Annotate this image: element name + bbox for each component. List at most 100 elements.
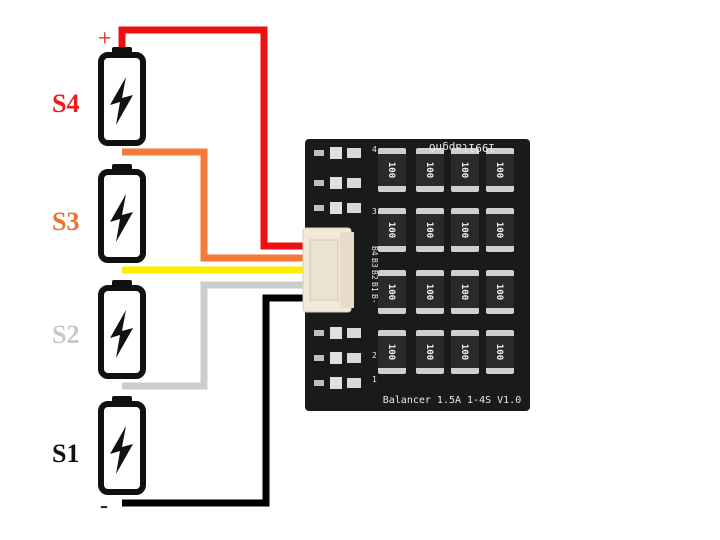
resistor-value: 100 — [459, 344, 469, 360]
smd-part — [314, 330, 324, 336]
channel-number-4: 4 — [372, 145, 377, 154]
resistor-value: 100 — [494, 344, 504, 360]
smd-resistor: 100 — [416, 330, 444, 374]
channel-number-1: 1 — [372, 375, 377, 384]
resistor-body — [378, 214, 406, 246]
channel-numbers: 1 2 3 4 — [372, 145, 377, 384]
battery-cell-1 — [98, 396, 146, 495]
smd-resistor: 100 — [486, 208, 514, 252]
cell-label-s2: S2 — [52, 320, 79, 349]
resistor-value: 100 — [459, 222, 469, 238]
smd-part — [314, 380, 324, 386]
smd-resistor: 100 — [378, 148, 406, 192]
resistor-body — [416, 336, 444, 368]
smd-part — [330, 147, 342, 159]
resistor-value: 100 — [424, 284, 434, 300]
resistor-value: 100 — [386, 284, 396, 300]
smd-resistor: 100 — [486, 330, 514, 374]
smd-resistor: 100 — [451, 270, 479, 314]
smd-part — [330, 202, 342, 214]
battery-cell-3 — [98, 164, 146, 263]
resistor-body — [451, 276, 479, 308]
resistor-value: 100 — [424, 222, 434, 238]
smd-part — [330, 177, 342, 189]
resistor-body — [486, 336, 514, 368]
smd-part — [314, 150, 324, 156]
smd-part — [314, 180, 324, 186]
connector-labels: B4 B3 B2 B1 B- — [370, 246, 379, 304]
lightning-bolt-icon — [110, 426, 133, 474]
smd-resistor: 100 — [486, 270, 514, 314]
smd-part — [347, 148, 361, 158]
positive-terminal-label: + — [98, 26, 112, 52]
resistor-value: 100 — [494, 284, 504, 300]
smd-part — [347, 203, 361, 213]
smd-resistor: 100 — [451, 330, 479, 374]
wires — [118, 26, 310, 507]
resistor-body — [416, 276, 444, 308]
smd-part — [314, 205, 324, 211]
smd-resistor: 100 — [416, 270, 444, 314]
resistor-body — [486, 154, 514, 186]
cell-label-s4: S4 — [52, 89, 79, 118]
resistor-value: 100 — [386, 162, 396, 178]
smd-part — [330, 377, 342, 389]
wire-b3 — [122, 148, 310, 262]
resistor-value: 100 — [459, 162, 469, 178]
resistor-body — [416, 214, 444, 246]
resistor-body — [416, 154, 444, 186]
wire-b1 — [122, 281, 310, 390]
jst-connector — [302, 227, 354, 313]
balancer-board: 100 100 100 100 100 100 100 100 100 100 100 100 100 1… — [302, 139, 530, 411]
board-silkscreen-top: 1991lapgnO — [429, 141, 495, 154]
battery-stack — [98, 47, 146, 495]
smd-resistor: 100 — [486, 148, 514, 192]
smd-resistor: 100 — [378, 208, 406, 252]
resistor-value: 100 — [386, 344, 396, 360]
resistor-body — [451, 214, 479, 246]
smd-part — [347, 328, 361, 338]
connector-label-b1: B1 — [370, 282, 379, 292]
channel-number-3: 3 — [372, 207, 377, 216]
resistor-value: 100 — [424, 162, 434, 178]
resistor-body — [451, 336, 479, 368]
smd-part — [347, 378, 361, 388]
resistor-body — [486, 214, 514, 246]
resistor-body — [378, 276, 406, 308]
resistor-body — [451, 154, 479, 186]
connector-label-bminus: B- — [370, 294, 379, 304]
cell-label-s3: S3 — [52, 207, 79, 236]
resistor-value: 100 — [494, 162, 504, 178]
cell-label-s1: S1 — [52, 439, 79, 468]
smd-resistor: 100 — [451, 208, 479, 252]
smd-part — [347, 353, 361, 363]
lightning-bolt-icon — [110, 310, 133, 358]
smd-components — [314, 147, 361, 389]
smd-resistor: 100 — [416, 208, 444, 252]
resistor-value: 100 — [386, 222, 396, 238]
battery-cell-4 — [98, 47, 146, 146]
lightning-bolt-icon — [110, 77, 133, 125]
resistor-body — [378, 154, 406, 186]
channel-number-2: 2 — [372, 351, 377, 360]
smd-resistor: 100 — [416, 148, 444, 192]
smd-resistor: 100 — [378, 270, 406, 314]
resistor-body — [378, 336, 406, 368]
board-silkscreen-bottom: Balancer 1.5A 1-4S V1.0 — [383, 395, 521, 406]
connector-label-b2: B2 — [370, 270, 379, 280]
resistor-array: 100 100 100 100 100 100 100 100 100 100 100 100 100 1… — [378, 148, 514, 374]
wire-minus — [122, 294, 310, 507]
smd-part — [347, 178, 361, 188]
negative-terminal-label: - — [100, 493, 108, 519]
connector-label-b4: B4 — [370, 246, 379, 256]
smd-resistor: 100 — [378, 330, 406, 374]
connector-label-b3: B3 — [370, 258, 379, 268]
smd-resistor: 100 — [451, 148, 479, 192]
resistor-body — [486, 276, 514, 308]
smd-part — [330, 327, 342, 339]
smd-part — [314, 355, 324, 361]
resistor-value: 100 — [459, 284, 469, 300]
resistor-value: 100 — [494, 222, 504, 238]
lightning-bolt-icon — [110, 194, 133, 242]
